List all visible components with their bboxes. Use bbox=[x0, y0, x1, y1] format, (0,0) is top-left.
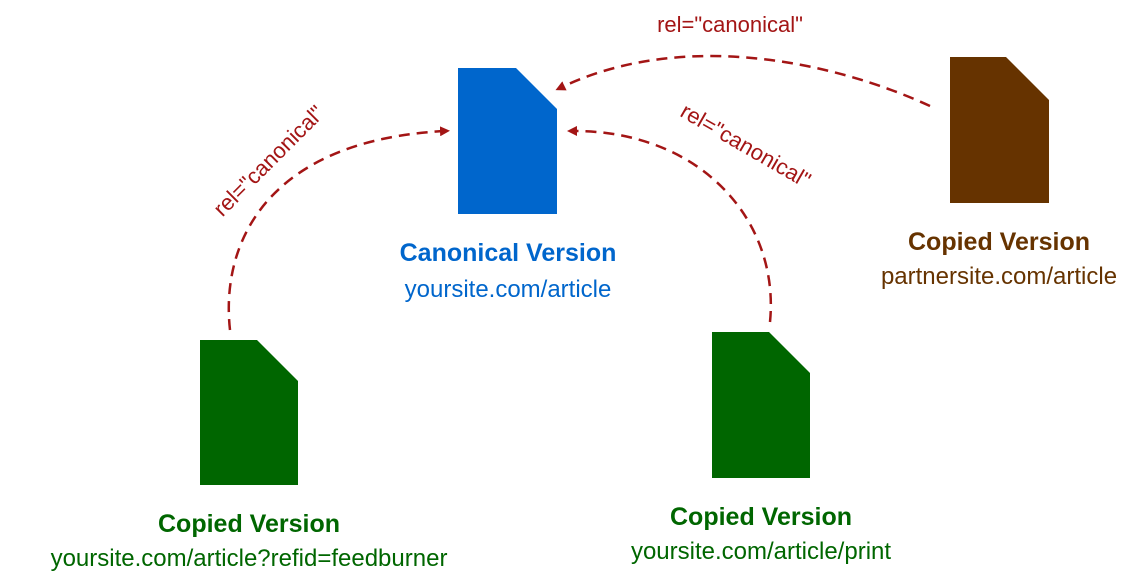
partner-link-label: rel="canonical" bbox=[657, 12, 803, 37]
print-document-icon bbox=[712, 332, 810, 478]
feedburner-document: Copied Version yoursite.com/article?refi… bbox=[51, 340, 448, 571]
feedburner-url: yoursite.com/article?refid=feedburner bbox=[51, 545, 448, 571]
canonical-url: yoursite.com/article bbox=[405, 276, 612, 303]
print-title: Copied Version bbox=[670, 503, 852, 531]
canonical-document-icon bbox=[458, 68, 557, 214]
feedburner-document-icon bbox=[200, 340, 298, 485]
partner-document: Copied Version partnersite.com/article bbox=[881, 57, 1117, 290]
partner-document-icon bbox=[950, 57, 1049, 203]
partner-title: Copied Version bbox=[908, 228, 1090, 256]
print-link-arrow bbox=[567, 125, 773, 323]
feedburner-title: Copied Version bbox=[158, 510, 340, 538]
partner-link-arrow bbox=[555, 54, 931, 108]
canonical-title: Canonical Version bbox=[400, 239, 617, 267]
canonical-document: Canonical Version yoursite.com/article bbox=[400, 68, 617, 303]
feedburner-link-label: rel="canonical" bbox=[208, 100, 329, 221]
print-document: Copied Version yoursite.com/article/prin… bbox=[631, 332, 891, 565]
print-link-label: rel="canonical" bbox=[676, 98, 815, 193]
print-url: yoursite.com/article/print bbox=[631, 538, 891, 565]
feedburner-link-arrow bbox=[227, 126, 450, 331]
partner-canonical-link: rel="canonical" bbox=[555, 12, 931, 108]
partner-url: partnersite.com/article bbox=[881, 263, 1117, 290]
